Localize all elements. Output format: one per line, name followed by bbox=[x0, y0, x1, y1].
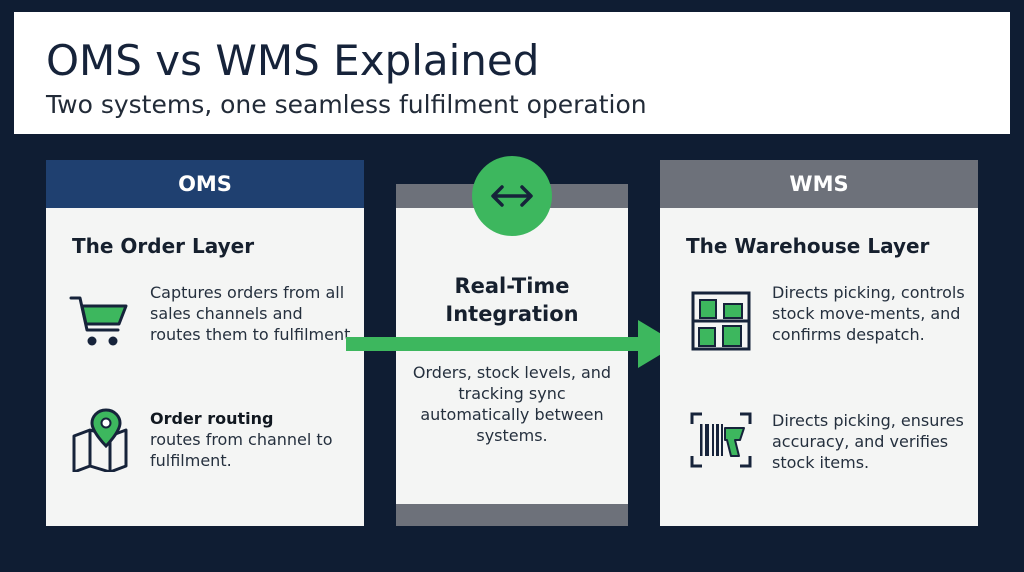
bidirectional-arrow-icon bbox=[491, 185, 533, 207]
page-subtitle: Two systems, one seamless fulfilment ope… bbox=[46, 90, 647, 119]
oms-item2: Order routing routes from channel to fulf… bbox=[150, 408, 356, 471]
wms-panel: WMS The Warehouse Layer Directs picking,… bbox=[660, 160, 978, 526]
page-title: OMS vs WMS Explained bbox=[46, 36, 540, 85]
wms-layer-title: The Warehouse Layer bbox=[686, 234, 930, 258]
oms-item2-heading: Order routing bbox=[150, 409, 274, 428]
oms-layer-title: The Order Layer bbox=[72, 234, 255, 258]
integration-footer-bar bbox=[396, 504, 628, 526]
oms-item1-text: Captures orders from all sales channels … bbox=[150, 283, 356, 344]
barcode-scanner-icon bbox=[690, 412, 752, 468]
integration-panel: Real-Time Integration Orders, stock leve… bbox=[396, 184, 628, 526]
integration-title: Real-Time Integration bbox=[445, 274, 579, 326]
oms-header: OMS bbox=[46, 160, 364, 208]
map-pin-icon bbox=[72, 408, 128, 472]
oms-panel: OMS The Order Layer Captures orders from… bbox=[46, 160, 364, 526]
shopping-cart-icon bbox=[69, 296, 128, 346]
oms-item2-text: routes from channel to fulfilment. bbox=[150, 430, 333, 470]
integration-text: Orders, stock levels, and tracking sync … bbox=[412, 363, 612, 445]
warehouse-shelves-icon bbox=[691, 291, 751, 351]
title-banner: OMS vs WMS Explained Two systems, one se… bbox=[14, 12, 1010, 134]
data-flow-arrow-icon bbox=[346, 320, 678, 368]
wms-item1-text: Directs picking, controls stock move-men… bbox=[772, 283, 965, 344]
sync-badge bbox=[472, 156, 552, 236]
wms-item2-text: Directs picking, ensures accuracy, and v… bbox=[772, 411, 964, 472]
wms-header: WMS bbox=[660, 160, 978, 208]
